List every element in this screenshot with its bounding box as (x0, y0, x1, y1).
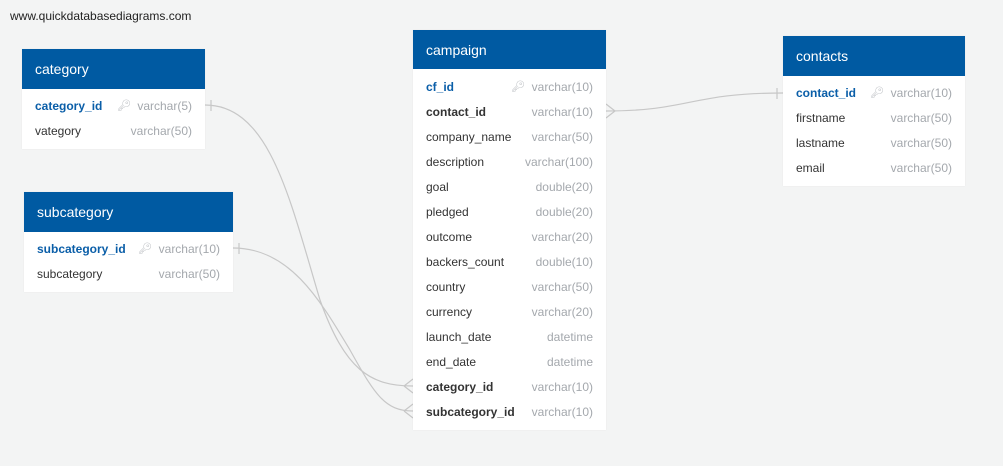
field-list: category_id 🔑︎ varchar(5) vategory varch… (22, 89, 205, 149)
field-row-contact-id[interactable]: contact_id 🔑︎ varchar(10) (783, 80, 965, 105)
field-name: end_date (426, 354, 477, 369)
field-row-vategory[interactable]: vategory varchar(50) (22, 118, 205, 143)
field-type: datetime (546, 354, 593, 369)
field-name: lastname (796, 135, 845, 150)
field-type: varchar(20) (531, 304, 593, 319)
field-type: varchar(50) (531, 279, 593, 294)
field-type: varchar(10) (531, 404, 593, 419)
key-icon: 🔑︎ (511, 81, 525, 93)
field-type: varchar(10) (531, 79, 593, 94)
field-name: subcategory_id (37, 241, 126, 256)
field-type: varchar(10) (890, 85, 952, 100)
field-type: varchar(50) (890, 110, 952, 125)
field-name: description (426, 154, 485, 169)
table-header[interactable]: category (22, 49, 205, 89)
field-row-category-id[interactable]: category_id varchar(10) (413, 374, 606, 399)
table-header[interactable]: contacts (783, 36, 965, 76)
field-row-category-id[interactable]: category_id 🔑︎ varchar(5) (22, 93, 205, 118)
link-campaign-contacts[interactable] (605, 92, 784, 112)
field-list: contact_id 🔑︎ varchar(10) firstname varc… (783, 76, 965, 186)
field-type: double(10) (535, 254, 593, 269)
field-name: country (426, 279, 466, 294)
field-row-subcategory-id[interactable]: subcategory_id varchar(10) (413, 399, 606, 424)
field-type: varchar(20) (531, 229, 593, 244)
field-type: varchar(10) (158, 241, 220, 256)
field-row-currency[interactable]: currency varchar(20) (413, 299, 606, 324)
field-name: contact_id (426, 104, 487, 119)
field-row-firstname[interactable]: firstname varchar(50) (783, 105, 965, 130)
field-row-lastname[interactable]: lastname varchar(50) (783, 130, 965, 155)
link-subcategory-campaign[interactable] (232, 247, 414, 412)
key-icon: 🔑︎ (870, 87, 884, 99)
link-category-campaign[interactable] (204, 104, 414, 387)
table-header[interactable]: subcategory (24, 192, 233, 232)
field-row-email[interactable]: email varchar(50) (783, 155, 965, 180)
key-icon: 🔑︎ (138, 243, 152, 255)
field-type: double(20) (535, 179, 593, 194)
field-row-backers-count[interactable]: backers_count double(10) (413, 249, 606, 274)
field-name: company_name (426, 129, 512, 144)
field-name: backers_count (426, 254, 505, 269)
field-row-subcategory-id[interactable]: subcategory_id 🔑︎ varchar(10) (24, 236, 233, 261)
field-row-description[interactable]: description varchar(100) (413, 149, 606, 174)
field-name: category_id (35, 98, 103, 113)
table-title: subcategory (37, 204, 114, 220)
table-contacts[interactable]: contacts contact_id 🔑︎ varchar(10) first… (783, 36, 965, 186)
field-type: varchar(50) (158, 266, 220, 281)
site-watermark[interactable]: www.quickdatabasediagrams.com (10, 9, 192, 23)
field-name: firstname (796, 110, 846, 125)
field-name: category_id (426, 379, 494, 394)
table-subcategory[interactable]: subcategory subcategory_id 🔑︎ varchar(10… (24, 192, 233, 292)
field-row-company-name[interactable]: company_name varchar(50) (413, 124, 606, 149)
field-name: cf_id (426, 79, 455, 94)
field-type: varchar(50) (890, 135, 952, 150)
table-title: category (35, 61, 89, 77)
field-type: varchar(100) (524, 154, 593, 169)
many-marker-category-id (403, 378, 414, 394)
field-type: datetime (546, 329, 593, 344)
field-name: subcategory_id (426, 404, 515, 419)
table-title: campaign (426, 41, 487, 58)
table-title: contacts (796, 48, 849, 64)
field-row-end-date[interactable]: end_date datetime (413, 349, 606, 374)
field-name: subcategory (37, 266, 103, 281)
field-row-cf-id[interactable]: cf_id 🔑︎ varchar(10) (413, 74, 606, 99)
field-row-contact-id[interactable]: contact_id varchar(10) (413, 99, 606, 124)
field-row-subcategory[interactable]: subcategory varchar(50) (24, 261, 233, 286)
field-type: double(20) (535, 204, 593, 219)
field-name: currency (426, 304, 473, 319)
table-header[interactable]: campaign (413, 30, 606, 69)
field-type: varchar(50) (531, 129, 593, 144)
field-list: cf_id 🔑︎ varchar(10) contact_id varchar(… (413, 69, 606, 430)
field-type: varchar(10) (531, 379, 593, 394)
field-name: vategory (35, 123, 82, 138)
field-row-pledged[interactable]: pledged double(20) (413, 199, 606, 224)
field-name: email (796, 160, 825, 175)
field-type: varchar(5) (137, 98, 192, 113)
key-icon: 🔑︎ (117, 100, 131, 112)
field-type: varchar(10) (531, 104, 593, 119)
field-name: launch_date (426, 329, 492, 344)
field-name: contact_id (796, 85, 857, 100)
field-name: goal (426, 179, 449, 194)
table-category[interactable]: category category_id 🔑︎ varchar(5) vateg… (22, 49, 205, 149)
table-campaign[interactable]: campaign cf_id 🔑︎ varchar(10) contact_id… (413, 30, 606, 430)
field-row-country[interactable]: country varchar(50) (413, 274, 606, 299)
many-marker-subcategory-id (403, 403, 414, 419)
many-marker-contact-id (605, 103, 616, 119)
field-row-outcome[interactable]: outcome varchar(20) (413, 224, 606, 249)
field-row-launch-date[interactable]: launch_date datetime (413, 324, 606, 349)
field-name: outcome (426, 229, 473, 244)
field-type: varchar(50) (890, 160, 952, 175)
field-row-goal[interactable]: goal double(20) (413, 174, 606, 199)
field-list: subcategory_id 🔑︎ varchar(10) subcategor… (24, 232, 233, 292)
field-name: pledged (426, 204, 469, 219)
field-type: varchar(50) (130, 123, 192, 138)
